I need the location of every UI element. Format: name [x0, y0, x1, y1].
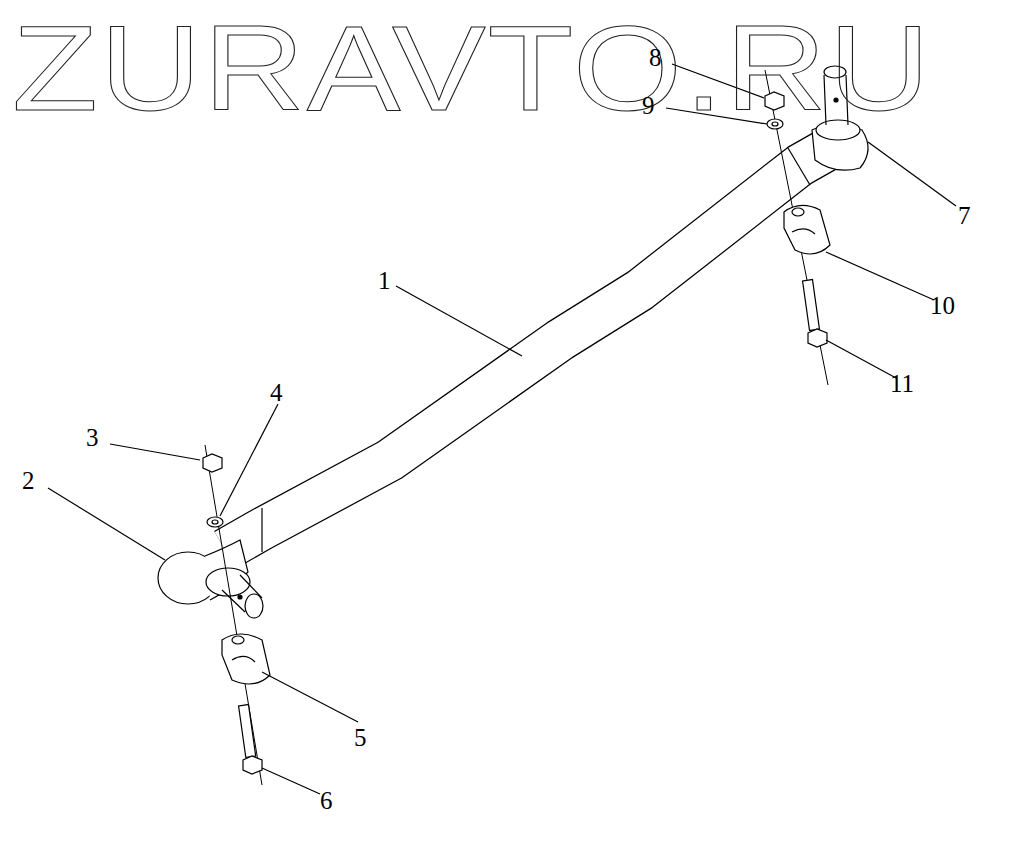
callout-number: 1 — [378, 268, 391, 293]
callout-number: 10 — [930, 293, 955, 318]
callout-number: 5 — [354, 725, 367, 750]
callout-number: 7 — [958, 203, 971, 228]
callout-number: 9 — [642, 93, 655, 118]
callout-number: 11 — [890, 371, 914, 396]
watermark: ZURAVTO.RU — [12, 8, 932, 128]
callout-number: 3 — [86, 425, 99, 450]
callout-number: 8 — [649, 45, 662, 70]
callout-number: 6 — [320, 788, 333, 813]
callout-number: 2 — [22, 468, 35, 493]
callout-number: 4 — [270, 380, 283, 405]
